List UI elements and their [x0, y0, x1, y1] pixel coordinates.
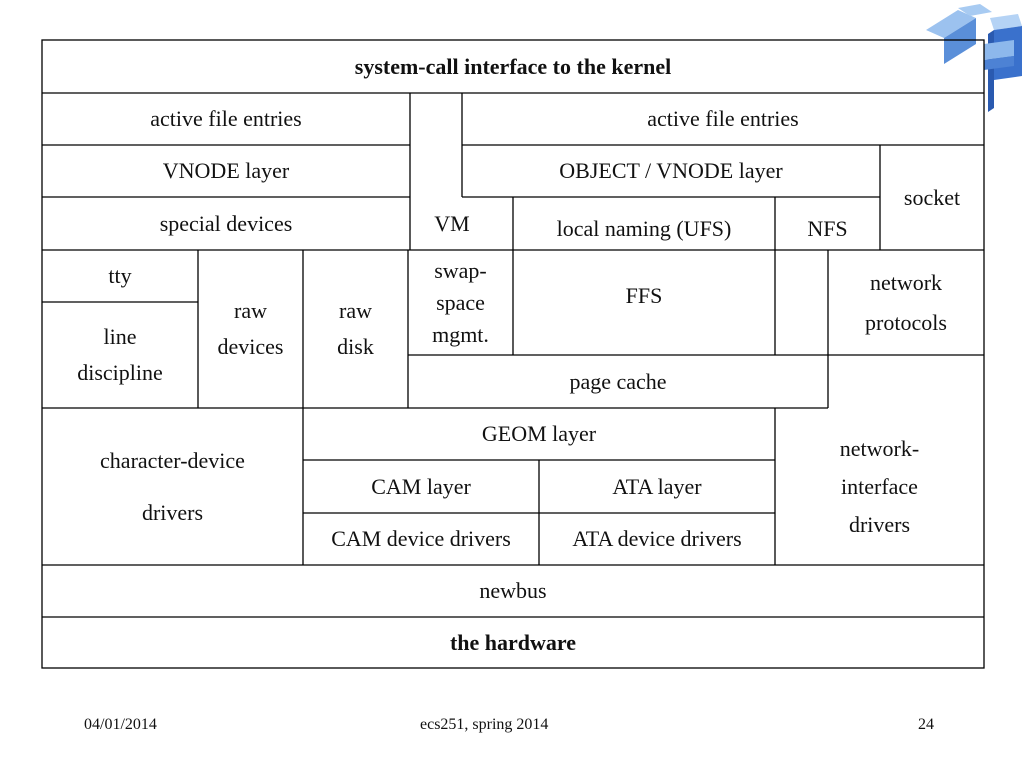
local-naming-ufs-cell: local naming (UFS)	[556, 215, 732, 241]
special-devices-cell: special devices	[159, 210, 293, 236]
ata-layer-cell: ATA layer	[612, 473, 702, 499]
character-device-drivers-cell: character-device drivers	[100, 447, 245, 525]
socket-cell: socket	[903, 184, 961, 210]
object-vnode-layer-cell: OBJECT / VNODE layer	[559, 158, 783, 183]
cam-device-drivers-cell: CAM device drivers	[331, 526, 511, 551]
kernel-architecture-diagram: system-call interface to the kernel acti…	[41, 39, 985, 669]
raw-devices-cell: raw devices	[217, 298, 284, 359]
logo-icon	[918, 4, 1024, 114]
footer-page-number: 24	[918, 716, 934, 733]
newbus-cell: newbus	[479, 578, 547, 603]
geom-layer-cell: GEOM layer	[481, 421, 597, 446]
network-interface-drivers-cell: network- interface drivers	[839, 435, 920, 537]
diagram-grid-lines	[41, 39, 985, 669]
line-discipline-cell: line discipline	[77, 324, 163, 385]
hardware-cell: the hardware	[449, 629, 577, 655]
network-protocols-cell: network protocols	[865, 269, 947, 335]
active-file-entries-left-cell: active file entries	[150, 106, 302, 131]
cam-layer-cell: CAM layer	[371, 473, 471, 499]
raw-disk-cell: raw disk	[337, 298, 374, 359]
vnode-layer-cell: VNODE layer	[162, 158, 290, 183]
footer-date: 04/01/2014	[84, 716, 157, 733]
ata-device-drivers-cell: ATA device drivers	[572, 526, 742, 551]
ffs-cell: FFS	[625, 283, 663, 308]
swap-space-mgmt-cell: swap- space mgmt.	[432, 257, 489, 347]
tty-cell: tty	[108, 263, 132, 288]
page-cache-cell: page cache	[569, 368, 667, 394]
footer-course: ecs251, spring 2014	[420, 716, 549, 733]
vm-cell: VM	[434, 210, 470, 236]
system-call-interface-cell: system-call interface to the kernel	[354, 53, 672, 79]
nfs-cell: NFS	[807, 215, 848, 241]
active-file-entries-right-cell: active file entries	[647, 106, 799, 131]
